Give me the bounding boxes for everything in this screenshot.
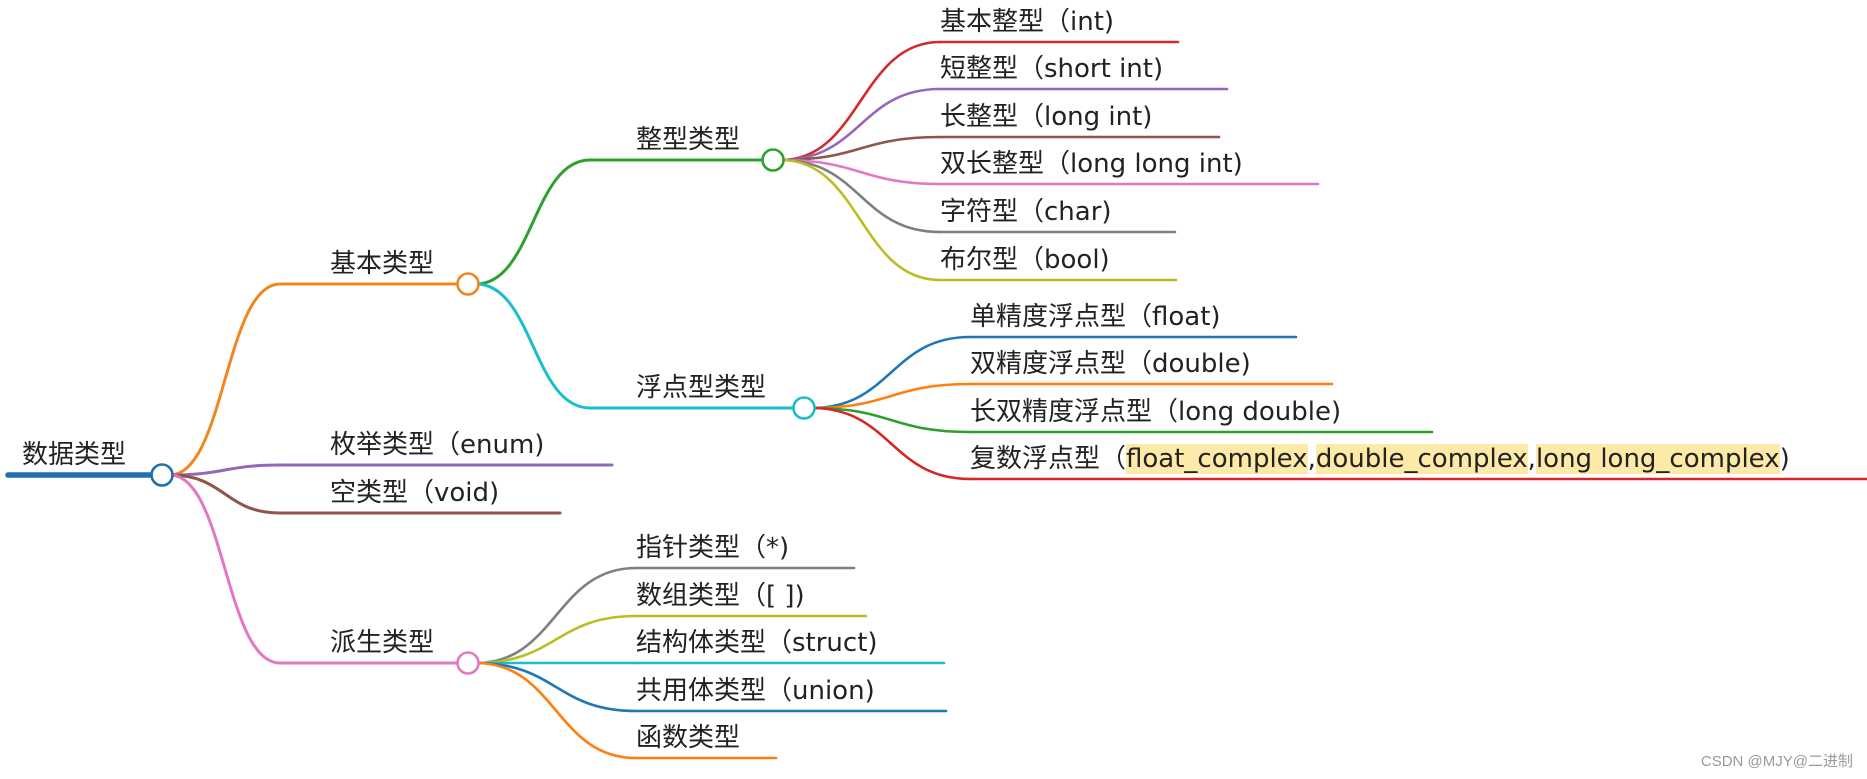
branch-node-circle[interactable]	[456, 651, 480, 675]
leaf-connector	[474, 661, 638, 760]
leaf-connector	[474, 614, 638, 665]
leaf-connector	[779, 158, 942, 186]
leaf-label: 短整型（short int)	[940, 54, 1164, 84]
subbranch-connector	[474, 282, 592, 410]
branch-label: 空类型（void)	[330, 478, 500, 508]
leaf-connector	[810, 382, 972, 410]
branch-label: 基本类型	[330, 249, 435, 279]
leaf-connector	[474, 566, 638, 665]
leaf-label: 共用体类型（union)	[636, 676, 875, 706]
highlighted-term: float_complex	[1126, 444, 1308, 474]
leaf-connector	[779, 40, 942, 162]
leaf-label: 布尔型（bool)	[940, 245, 1110, 275]
subbranch-label: 整型类型	[636, 125, 741, 155]
label-text: 复数浮点型（	[970, 444, 1127, 474]
subbranch-node-circle[interactable]	[792, 396, 816, 420]
highlighted-term: double_complex	[1315, 444, 1528, 474]
branch-connector	[168, 463, 282, 477]
branch-connector	[168, 282, 282, 477]
highlighted-term: long long_complex	[1535, 444, 1780, 474]
leaf-label: 指针类型（*)	[636, 533, 790, 563]
leaf-label: 双精度浮点型（double)	[970, 349, 1251, 379]
leaf-label: 双长整型（long long int)	[940, 149, 1243, 179]
leaf-label: 基本整型（int)	[940, 7, 1115, 37]
branch-label: 枚举类型（enum)	[330, 430, 545, 460]
root-node-label: 数据类型	[22, 440, 127, 470]
subbranch-label: 浮点型类型	[636, 373, 767, 403]
root-node-circle[interactable]	[150, 463, 174, 487]
branch-connector	[168, 473, 282, 665]
leaf-connector	[779, 87, 942, 162]
leaf-connector	[779, 135, 942, 162]
watermark: CSDN @MJY@二进制	[1700, 753, 1853, 770]
leaf-label: 函数类型	[636, 723, 741, 753]
leaf-label: 字符型（char)	[940, 197, 1112, 227]
label-text: ,	[1307, 444, 1316, 474]
leaf-connector	[779, 158, 942, 234]
branch-node-circle[interactable]	[456, 272, 480, 296]
leaf-label: 数组类型（[ ])	[636, 581, 805, 611]
branch-connector	[168, 473, 282, 515]
subbranch-connector	[474, 158, 592, 286]
label-text: )	[1779, 444, 1790, 474]
leaf-label: 长整型（long int)	[940, 102, 1153, 132]
label-text: ,	[1527, 444, 1536, 474]
leaf-label: 长双精度浮点型（long double)	[970, 397, 1342, 427]
leaf-label: 单精度浮点型（float)	[970, 302, 1221, 332]
branch-label: 派生类型	[330, 628, 435, 658]
leaf-connector	[474, 661, 638, 713]
subbranch-node-circle[interactable]	[761, 148, 785, 172]
leaf-connector	[779, 158, 942, 282]
leaf-label: 结构体类型（struct)	[636, 628, 878, 658]
leaf-connector	[810, 335, 972, 410]
leaf-label: 复数浮点型（float_complex,double_complex,long …	[970, 443, 1790, 475]
leaf-connector	[810, 406, 972, 481]
leaf-connector	[810, 406, 972, 434]
